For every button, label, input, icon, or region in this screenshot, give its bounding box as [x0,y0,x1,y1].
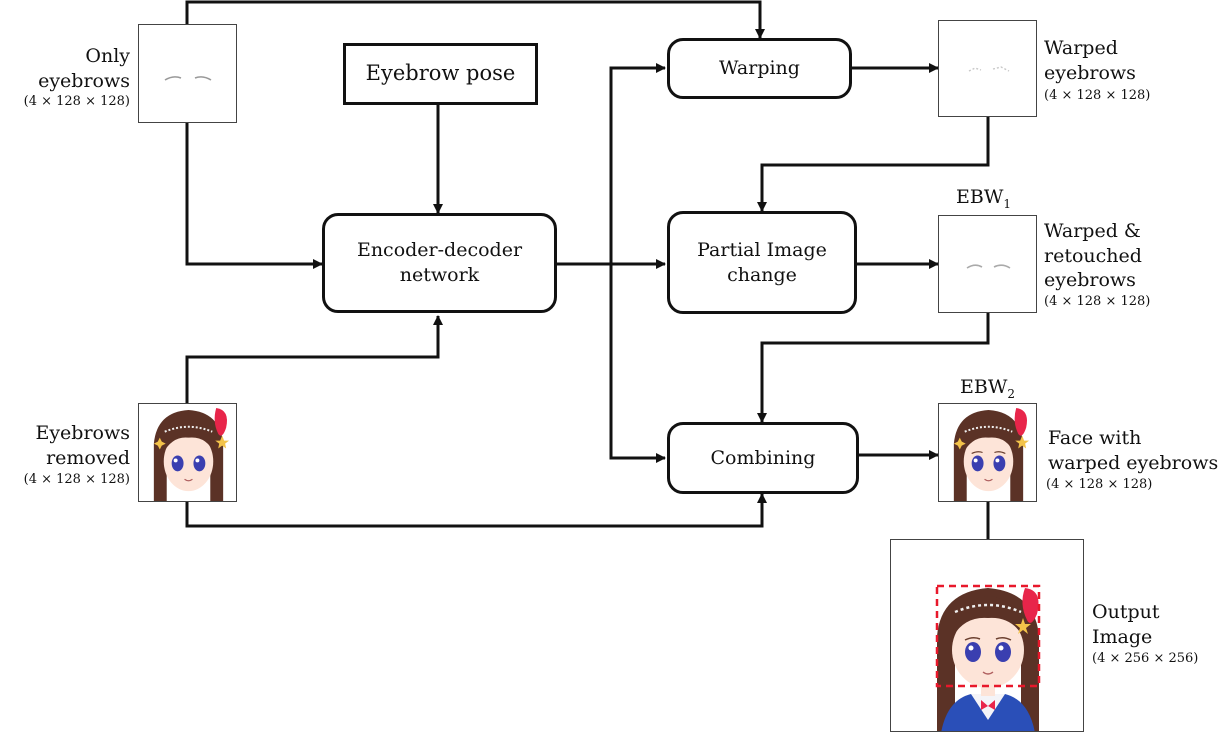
face-warped-image [938,403,1037,502]
arrow-only-eyebrows-to-encoder [185,123,323,269]
anime-character-icon [935,584,1041,731]
eyebrows-removed-image [138,403,237,502]
arrow-removed-to-encoder [185,315,443,403]
warped-eyebrows-dims: (4 × 128 × 128) [1044,88,1151,103]
encoder-decoder-box: Encoder-decoder network [322,213,557,313]
only-eyebrows-dims: (4 × 128 × 128) [23,94,130,109]
retouched-eyebrow-strokes-icon [966,264,1011,269]
only-eyebrows-label: Only eyebrows [38,45,130,92]
arrow-encoder-to-warping [609,63,666,264]
only-eyebrows-image [138,24,237,123]
arrow-removed-to-combining [185,493,767,528]
eyebrow-pose-box: Eyebrow pose [343,43,538,105]
face-warped-label: Face with warped eyebrows [1048,427,1219,474]
eyebrows-removed-label: Eyebrows removed [35,422,130,469]
retouched-eyebrows-image [938,215,1037,313]
anime-face-icon [953,407,1030,501]
highlight-region-box [935,584,1041,688]
eyebrow-strokes-icon [164,76,212,81]
output-image [890,539,1084,732]
partial-image-change-box: Partial Image change [667,211,857,314]
arrow-encoder-to-combining [609,264,666,463]
output-image-dims: (4 × 256 × 256) [1092,651,1199,666]
warped-eyebrows-image [938,20,1037,117]
eyebrows-removed-dims: (4 × 128 × 128) [23,472,130,487]
ebw2-tag: EBW2 [960,376,1016,401]
retouched-eyebrows-dims: (4 × 128 × 128) [1044,294,1151,309]
arrow-retouched-to-combining [757,313,990,423]
warping-box: Warping [667,38,852,99]
arrow-only-eyebrows-to-warping [185,0,765,39]
ebw1-tag: EBW1 [956,186,1012,211]
warped-eyebrows-label: Warped eyebrows [1044,37,1136,84]
anime-face-icon [153,407,230,501]
output-image-label: Output Image [1092,601,1160,648]
retouched-eyebrows-label: Warped & retouched eyebrows [1044,220,1142,292]
warped-eyebrow-strokes-icon [968,66,1010,72]
arrow-warped-to-partial [757,117,990,212]
face-warped-dims: (4 × 128 × 128) [1046,477,1153,492]
combining-box: Combining [667,422,859,494]
